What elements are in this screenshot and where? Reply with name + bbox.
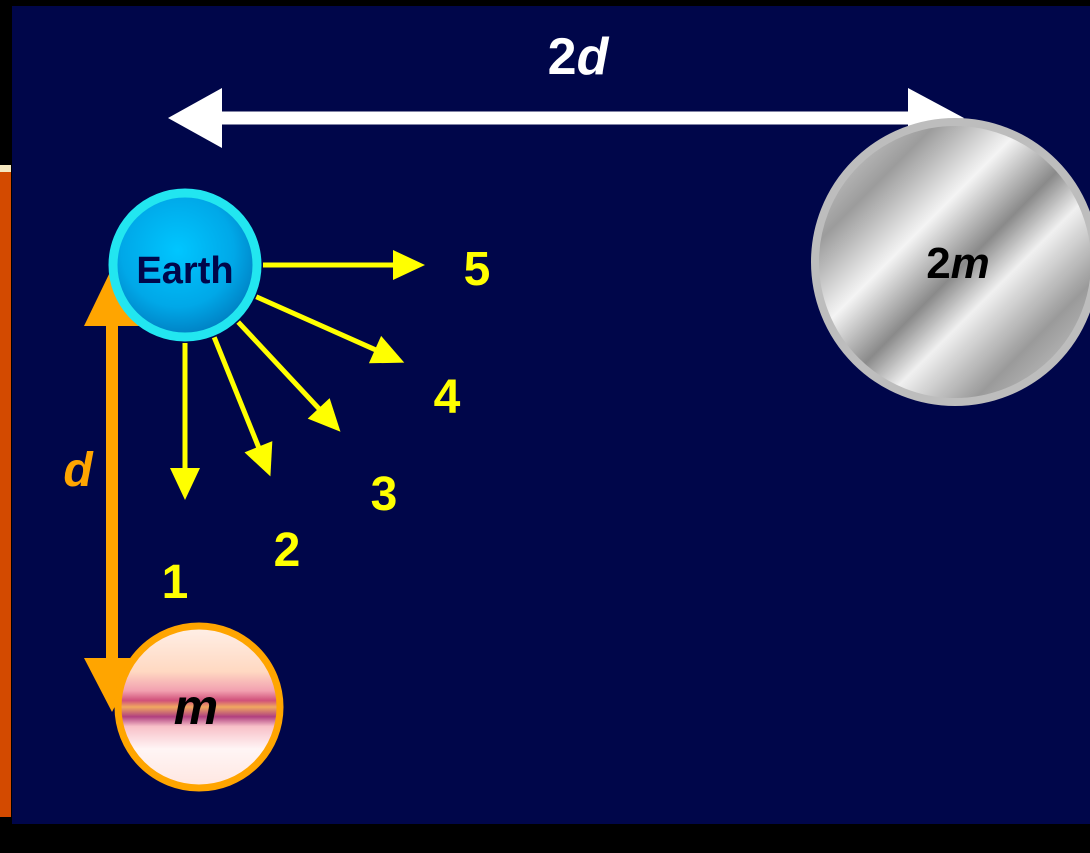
option-arrow-5-head — [393, 250, 425, 280]
earth-label: Earth — [136, 250, 233, 292]
option-arrow-4-shaft — [255, 294, 378, 353]
option-label-2: 2 — [274, 524, 301, 577]
option-label-3: 3 — [371, 468, 398, 521]
big-mass-label-var: m — [951, 239, 990, 288]
left-accent-bar — [0, 172, 11, 817]
option-arrow-2 — [211, 336, 273, 477]
earth — [108, 188, 262, 342]
distance-label-2d-var: d — [577, 28, 610, 86]
option-arrow-3-head — [307, 398, 341, 432]
option-arrow-4-head — [368, 335, 405, 364]
option-arrow-5 — [263, 250, 425, 280]
option-arrow-3 — [236, 320, 341, 432]
big-mass — [811, 118, 1090, 406]
option-label-4: 4 — [434, 371, 461, 424]
option-label-5: 5 — [464, 243, 491, 296]
option-arrow-3-shaft — [236, 320, 322, 412]
distance-label-2d-num: 2 — [548, 28, 577, 86]
big-mass-label-num: 2 — [926, 239, 950, 288]
option-arrow-4 — [255, 294, 405, 364]
distance-label-2d: 2d — [548, 28, 610, 86]
option-label-1: 1 — [162, 556, 189, 609]
option-arrow-2-shaft — [211, 336, 262, 450]
option-arrow-2-head — [244, 441, 273, 477]
distance-label-d: d — [63, 444, 94, 497]
option-arrows — [170, 250, 425, 500]
small-mass — [114, 622, 284, 792]
small-mass-label: m — [174, 679, 218, 735]
left-accent-line — [0, 165, 11, 172]
option-arrow-1 — [170, 343, 200, 500]
option-arrow-1-head — [170, 468, 200, 500]
big-mass-label: 2m — [926, 239, 990, 288]
